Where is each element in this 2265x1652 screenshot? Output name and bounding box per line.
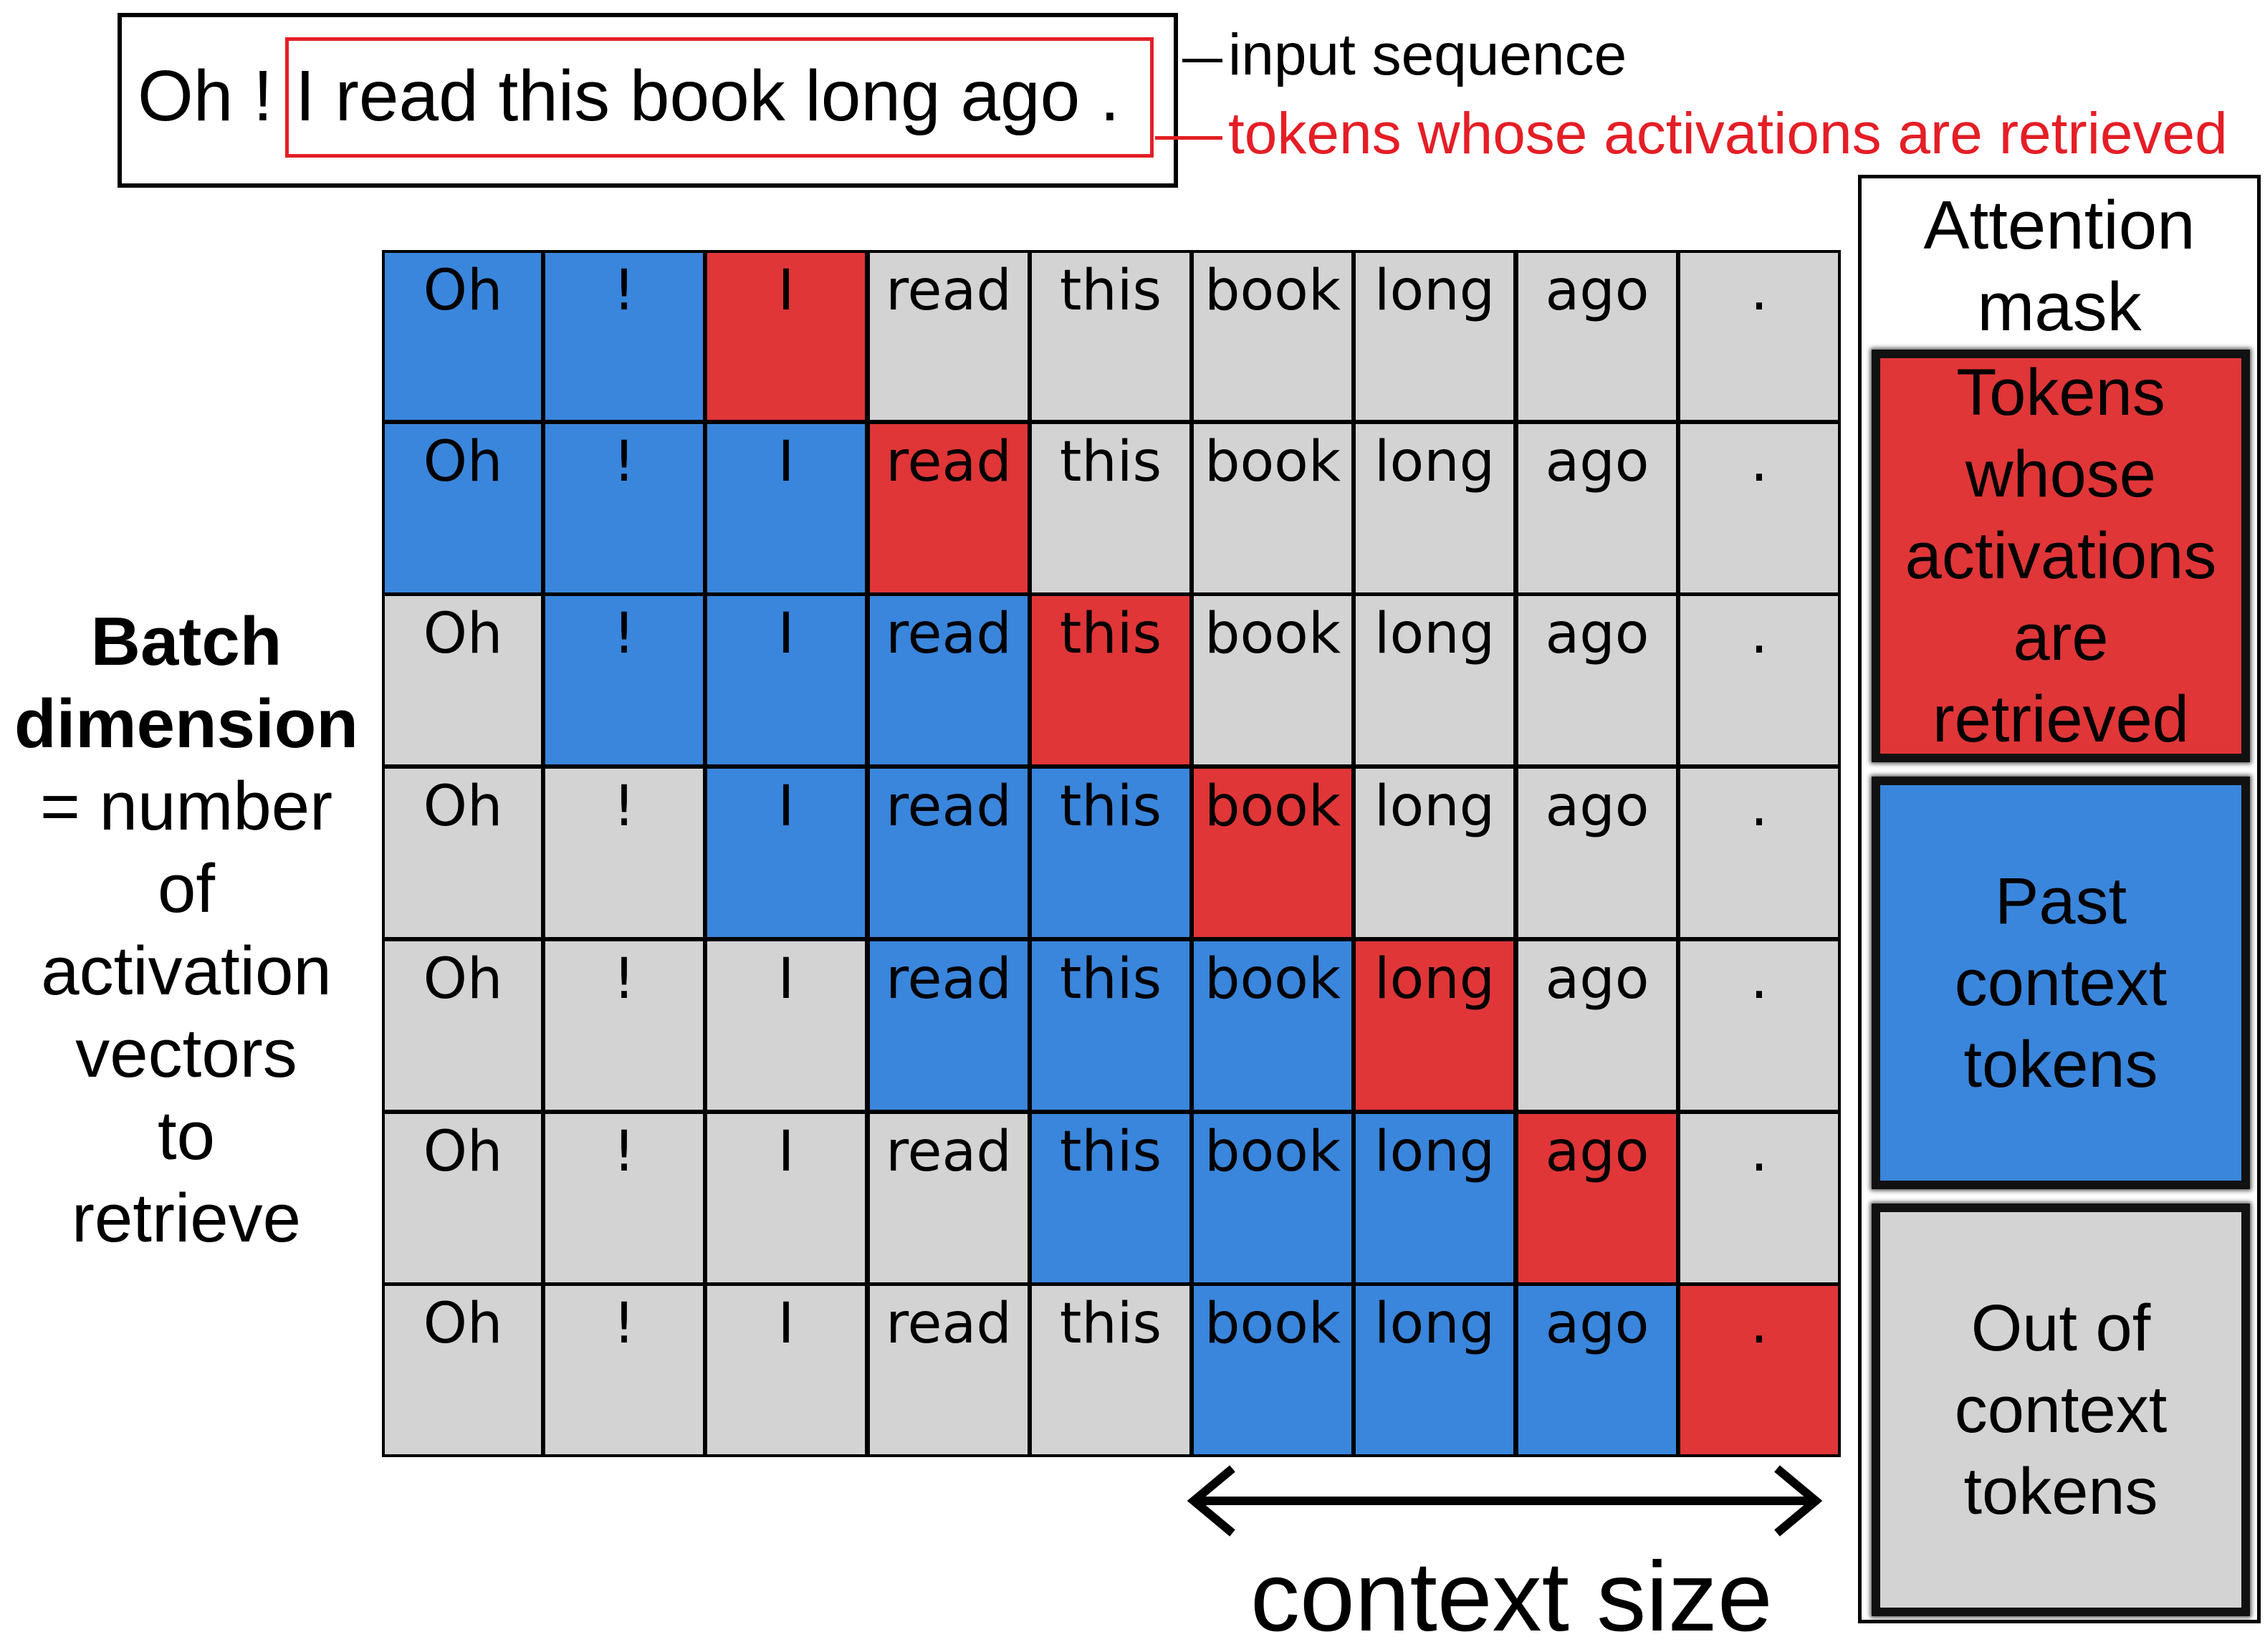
grid-cell-gray: . xyxy=(1677,593,1841,767)
grid-cell-gray: ago xyxy=(1515,250,1679,423)
legend-title: Attention mask xyxy=(1923,187,2195,345)
grid-cell-blue: this xyxy=(1029,766,1192,940)
grid-cell-gray: Oh xyxy=(382,766,544,940)
grid-cell-blue: this xyxy=(1029,1111,1192,1285)
grid-cell-gray: ! xyxy=(542,938,706,1113)
grid-cell-gray: this xyxy=(1029,250,1192,423)
grid-cell-gray: read xyxy=(867,250,1030,423)
grid-cell-red: book xyxy=(1191,766,1354,940)
grid-cell-blue: ago xyxy=(1515,1283,1679,1457)
grid-cell-gray: ago xyxy=(1515,766,1679,940)
grid-cell-blue: this xyxy=(1029,938,1192,1113)
grid-cell-gray: this xyxy=(1029,421,1192,595)
grid-cell-blue: Oh xyxy=(382,250,544,423)
grid-cell-red: I xyxy=(704,250,868,423)
grid-cell-gray: ago xyxy=(1515,593,1679,767)
arrow-head-left xyxy=(1187,1465,1235,1537)
grid-cell-gray: . xyxy=(1677,766,1841,940)
grid-cell-red: this xyxy=(1029,593,1192,767)
grid-cell-gray: ago xyxy=(1515,421,1679,595)
batch-label-line: vectors xyxy=(75,1015,297,1092)
grid-cell-gray: this xyxy=(1029,1283,1192,1457)
grid-cell-blue: ! xyxy=(542,250,706,423)
batch-label-line: of xyxy=(157,850,216,927)
grid-cell-gray: I xyxy=(704,1283,868,1457)
grid-cell-gray: read xyxy=(867,1283,1030,1457)
grid-cell-gray: ! xyxy=(542,766,706,940)
grid-cell-gray: book xyxy=(1191,421,1354,595)
grid-cell-red: ago xyxy=(1515,1111,1679,1285)
legend-retrieved-swatch: Tokens whose activations are retrieved xyxy=(1872,350,2250,762)
legend-out-of-context-swatch: Out of context tokens xyxy=(1872,1204,2250,1616)
batch-label-line: retrieve xyxy=(71,1180,302,1257)
grid-cell-gray: ago xyxy=(1515,938,1679,1113)
retrieved-tokens-label: tokens whose activations are retrieved xyxy=(1228,101,2228,166)
grid-cell-gray: ! xyxy=(542,1283,706,1457)
grid-cell-gray: ! xyxy=(542,1111,706,1285)
grid-cell-blue: long xyxy=(1353,1111,1516,1285)
grid-cell-gray: long xyxy=(1353,593,1516,767)
grid-cell-gray: . xyxy=(1677,250,1841,423)
arrow-head-right xyxy=(1774,1465,1823,1537)
input-sequence-box xyxy=(118,13,1178,188)
grid-cell-blue: ! xyxy=(542,421,706,595)
grid-cell-blue: I xyxy=(704,766,868,940)
batch-dimension-label: Batch dimension = number of activation v… xyxy=(0,600,373,1259)
grid-cell-blue: read xyxy=(867,593,1030,767)
batch-label-line: = number xyxy=(39,768,333,845)
input-sequence-retrieved-text: I read this book long ago . xyxy=(295,56,1120,136)
grid-cell-gray: I xyxy=(704,938,868,1113)
batch-label-line: to xyxy=(157,1098,216,1174)
grid-cell-blue: Oh xyxy=(382,421,544,595)
legend-past-context-swatch: Past context tokens xyxy=(1872,777,2250,1189)
grid-cell-gray: . xyxy=(1677,421,1841,595)
grid-cell-blue: book xyxy=(1191,1111,1354,1285)
legend-past-context-label: Past context tokens xyxy=(1954,865,2168,1101)
retrieved-tokens-highlight xyxy=(285,37,1154,158)
grid-cell-gray: book xyxy=(1191,593,1354,767)
input-sequence-pointer xyxy=(1182,59,1222,62)
batch-label-line: Batch xyxy=(90,603,282,680)
batch-label-line: activation xyxy=(41,933,332,1009)
grid-cell-gray: Oh xyxy=(382,1111,544,1285)
grid-cell-blue: I xyxy=(704,421,868,595)
grid-cell-gray: Oh xyxy=(382,1283,544,1457)
grid-cell-gray: long xyxy=(1353,766,1516,940)
grid-cell-blue: book xyxy=(1191,938,1354,1113)
grid-cell-blue: ! xyxy=(542,593,706,767)
grid-cell-red: . xyxy=(1677,1283,1841,1457)
grid-cell-gray: long xyxy=(1353,250,1516,423)
grid-cell-gray: . xyxy=(1677,1111,1841,1285)
grid-cell-gray: I xyxy=(704,1111,868,1285)
grid-cell-gray: book xyxy=(1191,250,1354,423)
grid-cell-blue: read xyxy=(867,766,1030,940)
grid-cell-gray: Oh xyxy=(382,938,544,1113)
grid-cell-blue: long xyxy=(1353,1283,1516,1457)
context-size-arrow xyxy=(1187,1465,1823,1537)
input-sequence-label: input sequence xyxy=(1228,22,1627,87)
legend-out-of-context-label: Out of context tokens xyxy=(1954,1292,2168,1528)
grid-cell-gray: . xyxy=(1677,938,1841,1113)
grid-cell-red: long xyxy=(1353,938,1516,1113)
grid-cell-gray: long xyxy=(1353,421,1516,595)
grid-cell-blue: read xyxy=(867,938,1030,1113)
grid-cell-gray: read xyxy=(867,1111,1030,1285)
grid-cell-blue: I xyxy=(704,593,868,767)
input-sequence-prefix: Oh ! xyxy=(138,56,273,136)
grid-cell-blue: book xyxy=(1191,1283,1354,1457)
context-size-label: context size xyxy=(1250,1542,1773,1652)
legend-retrieved-label: Tokens whose activations are retrieved xyxy=(1905,356,2217,756)
grid-cell-red: read xyxy=(867,421,1030,595)
batch-label-line: dimension xyxy=(14,686,359,762)
retrieved-tokens-pointer xyxy=(1155,136,1222,140)
grid-cell-gray: Oh xyxy=(382,593,544,767)
